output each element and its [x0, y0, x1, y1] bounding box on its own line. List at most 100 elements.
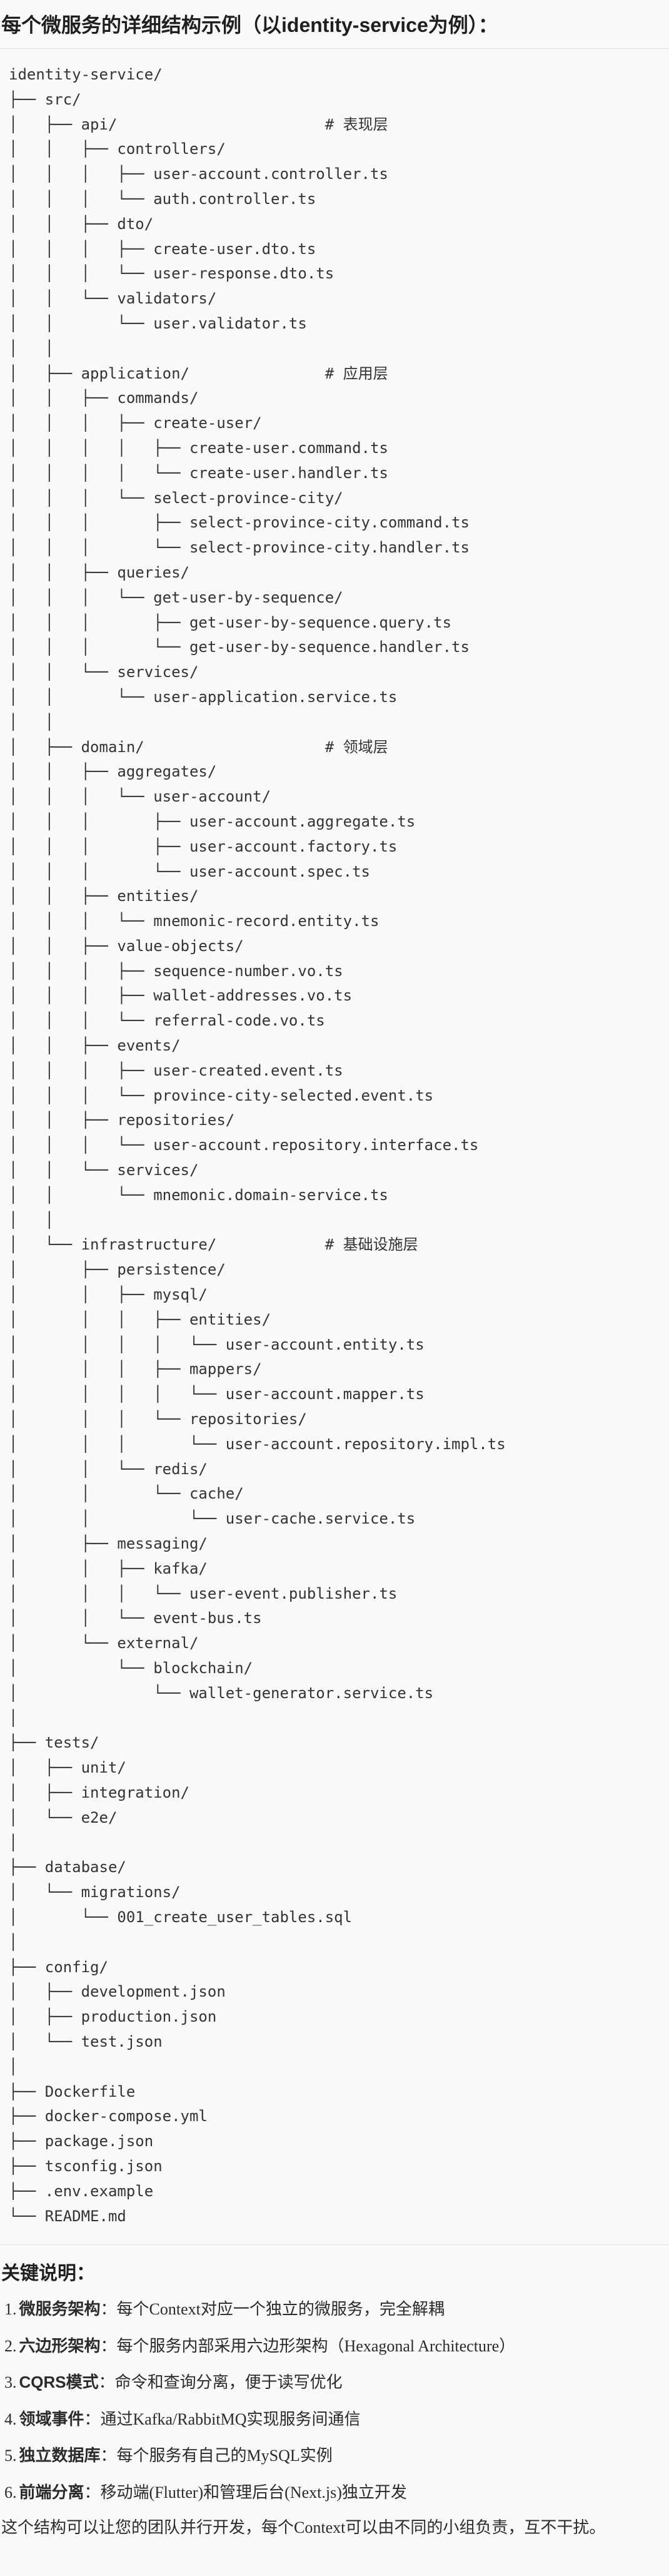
tree-line: │ └── wallet-generator.service.ts	[9, 1681, 506, 1706]
tree-line: │ │ └── user-application.service.ts	[9, 685, 506, 710]
tree-line: ├── config/	[9, 1955, 506, 1980]
tree-line: ├── tsconfig.json	[9, 2154, 506, 2179]
tree-line: │ │ ├── aggregates/	[9, 760, 506, 785]
tree-entry: │ │ ├── dto/	[9, 215, 154, 233]
tree-line: ├── docker-compose.yml	[9, 2104, 506, 2129]
note-number: 4.	[4, 2410, 17, 2428]
tree-line: │	[9, 2055, 506, 2080]
tree-entry: ├── config/	[9, 1958, 108, 1976]
tree-entry: ├── database/	[9, 1858, 126, 1876]
tree-entry: │ │ │ ├── create-user/	[9, 414, 262, 432]
tree-line: │	[9, 1930, 506, 1955]
tree-line: │ └── test.json	[9, 2030, 506, 2055]
tree-entry: │ │ │ │ └── create-user.handler.ts	[9, 464, 388, 482]
tree-line: └── README.md	[9, 2204, 506, 2229]
note-separator: ：	[98, 2373, 115, 2391]
tree-entry: │ │ │ │ └── user-account.entity.ts	[9, 1335, 425, 1353]
tree-entry: │ │ │ ├── select-province-city.command.t…	[9, 514, 470, 532]
tree-line: ├── package.json	[9, 2129, 506, 2154]
tree-entry: │ │ │ └── user-response.dto.ts	[9, 265, 334, 283]
tree-entry: ├── Dockerfile	[9, 2082, 136, 2100]
tree-entry: │ │ ├── queries/	[9, 563, 189, 581]
notes-heading: 关键说明：	[1, 2263, 95, 2284]
tree-entry: │ │ └── services/	[9, 1161, 199, 1179]
tree-line: │	[9, 1831, 506, 1856]
tree-line: │ │ │ ├── mappers/	[9, 1357, 506, 1382]
tree-line: │ │ ├── mysql/	[9, 1283, 506, 1308]
tree-line: │ │ │ ├── sequence-number.vo.ts	[9, 959, 506, 984]
tree-entry: │ │ ├── repositories/	[9, 1111, 235, 1129]
note-label: 微服务架构	[19, 2299, 101, 2318]
note-item: 5.独立数据库：每个服务有自己的MySQL实例	[4, 2441, 515, 2478]
note-text: 命令和查询分离，便于读写优化	[114, 2373, 343, 2391]
tree-line: │ │ │ ├── wallet-addresses.vo.ts	[9, 984, 506, 1009]
tree-line: │ │ │ └── user-account.repository.interf…	[9, 1133, 506, 1158]
tree-entry: │ ├── development.json	[9, 1983, 226, 2001]
tree-entry: │ └── test.json	[9, 2032, 163, 2050]
note-separator: ：	[100, 2300, 117, 2318]
tree-line: │ └── infrastructure/# 基础设施层	[9, 1233, 506, 1258]
tree-line: ├── src/	[9, 88, 506, 113]
tree-line: │ ├── integration/	[9, 1781, 506, 1806]
tree-line: │ │ │ ├── entities/	[9, 1308, 506, 1333]
tree-entry: │ │ ├── controllers/	[9, 140, 226, 158]
tree-entry: │ └── blockchain/	[9, 1659, 253, 1677]
tree-line: │ │ │ │ ├── create-user.command.ts	[9, 436, 506, 461]
tree-line: │ ├── messaging/	[9, 1532, 506, 1557]
tree-line: │ │ │ └── user-account.spec.ts	[9, 860, 506, 885]
tree-line: identity-service/	[9, 63, 506, 88]
tree-entry: │ ├── messaging/	[9, 1535, 208, 1553]
tree-line: │ │ │ ├── create-user/	[9, 411, 506, 436]
tree-entry: identity-service/	[9, 66, 163, 83]
tree-entry: │ └── migrations/	[9, 1883, 181, 1901]
layer-comment: # 基础设施层	[324, 1236, 418, 1254]
tree-entry: │ │ ├── aggregates/	[9, 763, 217, 781]
tree-line: │ ├── unit/	[9, 1756, 506, 1781]
tree-entry: │ │ │ └── user-account/	[9, 788, 271, 806]
tree-line: │ │ └── cache/	[9, 1482, 506, 1507]
tree-entry: │ │	[9, 713, 54, 731]
tree-line: │ │ │ └── referral-code.vo.ts	[9, 1009, 506, 1034]
directory-tree-code-block: identity-service/├── src/│ ├── api/# 表现层…	[9, 63, 506, 2229]
tree-line: │ │ └── event-bus.ts	[9, 1606, 506, 1631]
tree-entry: │ │ └── event-bus.ts	[9, 1609, 262, 1627]
tree-line: │ │ │ ├── select-province-city.command.t…	[9, 511, 506, 536]
tree-entry: │ │ │ ├── user-account.factory.ts	[9, 837, 398, 855]
note-separator: ：	[84, 2410, 101, 2428]
tree-entry: │ │	[9, 1211, 54, 1229]
tree-entry: │ │ ├── entities/	[9, 887, 199, 905]
tree-entry: │ │ │ ├── sequence-number.vo.ts	[9, 962, 343, 980]
tree-entry: │ │ └── user-cache.service.ts	[9, 1510, 416, 1528]
tree-entry: │ │ │ ├── user-created.event.ts	[9, 1061, 343, 1079]
note-separator: ：	[84, 2483, 101, 2502]
tree-line: │ │ │ └── mnemonic-record.entity.ts	[9, 909, 506, 934]
tree-entry: │ │ │ └── get-user-by-sequence/	[9, 588, 343, 606]
note-label: 领域事件	[19, 2409, 84, 2428]
tree-line: │ │ ├── queries/	[9, 561, 506, 586]
layer-comment: # 表现层	[324, 115, 388, 133]
tree-line: │ │ └── validators/	[9, 287, 506, 312]
tree-entry: │	[9, 2057, 18, 2075]
tree-line: ├── database/	[9, 1855, 506, 1880]
tree-entry: │ │ └── redis/	[9, 1460, 208, 1478]
tree-entry: │ │ │ ├── mappers/	[9, 1360, 262, 1378]
tree-entry: │ │ │ └── get-user-by-sequence.handler.t…	[9, 638, 470, 656]
tree-entry: │ │ └── services/	[9, 663, 199, 681]
tree-line: ├── tests/	[9, 1731, 506, 1756]
tree-line: │ │ │ └── select-province-city/	[9, 486, 506, 511]
tree-entry: │ │ │ └── referral-code.vo.ts	[9, 1012, 325, 1030]
tree-entry: │ │ │ ├── user-account.controller.ts	[9, 165, 388, 183]
tree-line: │ └── external/	[9, 1631, 506, 1656]
section-divider	[0, 2244, 669, 2245]
tree-line: │ │ ├── entities/	[9, 884, 506, 909]
layer-comment: # 应用层	[324, 364, 388, 382]
tree-entry: │ └── wallet-generator.service.ts	[9, 1684, 434, 1702]
tree-line: │	[9, 1706, 506, 1731]
note-separator: ：	[100, 2336, 117, 2355]
tree-entry: │ ├── domain/	[9, 738, 144, 756]
note-item: 3.CQRS模式：命令和查询分离，便于读写优化	[4, 2368, 515, 2405]
tree-entry: │ │ │ ├── user-account.aggregate.ts	[9, 812, 416, 830]
tree-line: │ └── blockchain/	[9, 1656, 506, 1681]
tree-line: │ │ ├── repositories/	[9, 1108, 506, 1133]
tree-entry: │ │ └── cache/	[9, 1485, 244, 1503]
